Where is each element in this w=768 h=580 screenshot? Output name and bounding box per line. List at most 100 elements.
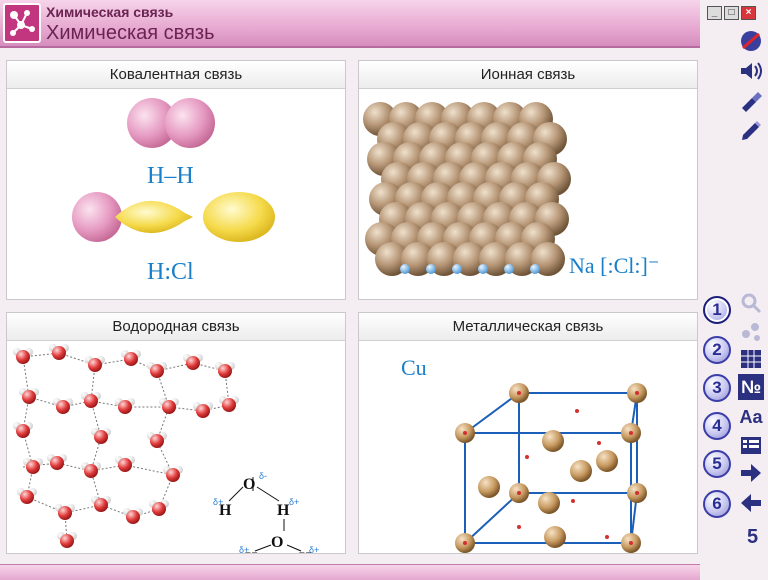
list-icon[interactable]: [738, 432, 764, 458]
oxygen-atom: [150, 434, 164, 448]
svg-text:δ+: δ+: [213, 497, 223, 507]
arrow-left-icon[interactable]: [738, 490, 764, 516]
svg-text:O: O: [243, 476, 255, 493]
svg-text:H: H: [277, 502, 290, 519]
ionic-bond-panel: Ионная связь Na [:Cl:]⁻: [358, 60, 698, 300]
sodium-ion: [426, 264, 436, 274]
charge-dot: [517, 391, 521, 395]
svg-text:δ-: δ-: [259, 471, 267, 481]
charge-dot: [629, 431, 633, 435]
arrow-right-icon[interactable]: [738, 460, 764, 486]
svg-text:H: H: [299, 550, 312, 553]
step-button-2[interactable]: 2: [703, 336, 731, 364]
oxygen-atom: [84, 464, 98, 478]
oxygen-atom: [118, 400, 132, 414]
copper-atom: [544, 526, 566, 548]
charge-dot: [463, 431, 467, 435]
window-title: Химическая связь: [46, 22, 215, 44]
oxygen-atom: [150, 364, 164, 378]
svg-text:δ+: δ+: [239, 545, 249, 553]
volume-icon[interactable]: [738, 58, 764, 84]
copper-atom: [538, 492, 560, 514]
bottom-bar: [0, 564, 700, 580]
maximize-button[interactable]: □: [724, 6, 739, 20]
oxygen-atom: [84, 394, 98, 408]
oxygen-atom: [58, 506, 72, 520]
nacl-lattice: [363, 102, 571, 276]
oxygen-atom: [186, 356, 200, 370]
svg-text:δ+: δ+: [309, 545, 319, 553]
sodium-ion: [400, 264, 410, 274]
number-icon[interactable]: №: [738, 374, 764, 400]
app-logo-icon: [3, 3, 41, 43]
charge-dot: [629, 541, 633, 545]
svg-text:O: O: [271, 534, 283, 551]
oxygen-atom: [222, 398, 236, 412]
oxygen-atom: [16, 424, 30, 438]
page-number: 5: [747, 526, 759, 548]
metallic-bond-panel: Металлическая связь: [358, 312, 698, 554]
oxygen-atom: [22, 390, 36, 404]
svg-text:H: H: [245, 550, 258, 553]
nacl-formula: Na [:Cl:]⁻: [569, 253, 660, 278]
charge-dot: [517, 491, 521, 495]
oxygen-atom: [218, 364, 232, 378]
oxygen-atom: [52, 346, 66, 360]
hydrogen-atom: [72, 192, 122, 242]
panel-title: Ковалентная связь: [7, 61, 345, 89]
oxygen-atom: [56, 400, 70, 414]
oxygen-atom: [152, 502, 166, 516]
no-sound-icon[interactable]: [738, 28, 764, 54]
table-icon[interactable]: [738, 346, 764, 372]
sodium-ion: [478, 264, 488, 274]
oxygen-atom: [16, 350, 30, 364]
orbital-lobe: [115, 200, 193, 234]
copper-atom: [596, 450, 618, 472]
flashlight-icon[interactable]: [738, 88, 764, 114]
svg-text:δ+: δ+: [289, 497, 299, 507]
oxygen-atom: [126, 510, 140, 524]
cu-lattice: [455, 383, 647, 553]
water-network: O H H O H H δ- δ+: [13, 344, 319, 553]
oxygen-atom: [26, 460, 40, 474]
panel-title: Ионная связь: [359, 61, 697, 89]
copper-atom: [542, 430, 564, 452]
hydrogen-atom: [165, 98, 215, 148]
charge-dot: [635, 391, 639, 395]
sodium-ion: [452, 264, 462, 274]
sodium-ion: [530, 264, 540, 274]
oxygen-atom: [88, 358, 102, 372]
oxygen-atom: [166, 468, 180, 482]
step-button-3[interactable]: 3: [703, 374, 731, 402]
oxygen-atom: [124, 352, 138, 366]
font-icon[interactable]: Aa: [739, 407, 763, 427]
oxygen-atom: [50, 456, 64, 470]
zoom-icon[interactable]: [738, 290, 764, 316]
hcl-formula: H:Cl: [147, 259, 194, 285]
pencil-icon[interactable]: [738, 116, 764, 142]
minimize-button[interactable]: _: [707, 6, 722, 20]
step-button-4[interactable]: 4: [703, 412, 731, 440]
hydrogen-atom: [127, 98, 177, 148]
copper-atom: [478, 476, 500, 498]
covalent-illustration: [72, 98, 275, 242]
step-button-5[interactable]: 5: [703, 450, 731, 478]
hydrogen-bond-panel: Водородная связь: [6, 312, 346, 554]
step-button-1[interactable]: 1: [703, 296, 731, 324]
oxygen-atom: [94, 498, 108, 512]
oxygen-atom: [118, 458, 132, 472]
covalent-bond-panel: Ковалентная связь: [6, 60, 346, 300]
cu-label: Cu: [401, 355, 427, 380]
panel-title: Водородная связь: [7, 313, 345, 341]
step-button-6[interactable]: 6: [703, 490, 731, 518]
oxygen-atom: [20, 490, 34, 504]
oxygen-atom: [196, 404, 210, 418]
charge-dot: [635, 491, 639, 495]
close-button[interactable]: ×: [741, 6, 756, 20]
window-title-small: Химическая связь: [46, 4, 174, 20]
title-bar: Химическая связь Химическая связь: [0, 0, 700, 48]
copper-atom: [570, 460, 592, 482]
svg-text:H: H: [219, 502, 232, 519]
molecule-icon[interactable]: [738, 318, 764, 344]
